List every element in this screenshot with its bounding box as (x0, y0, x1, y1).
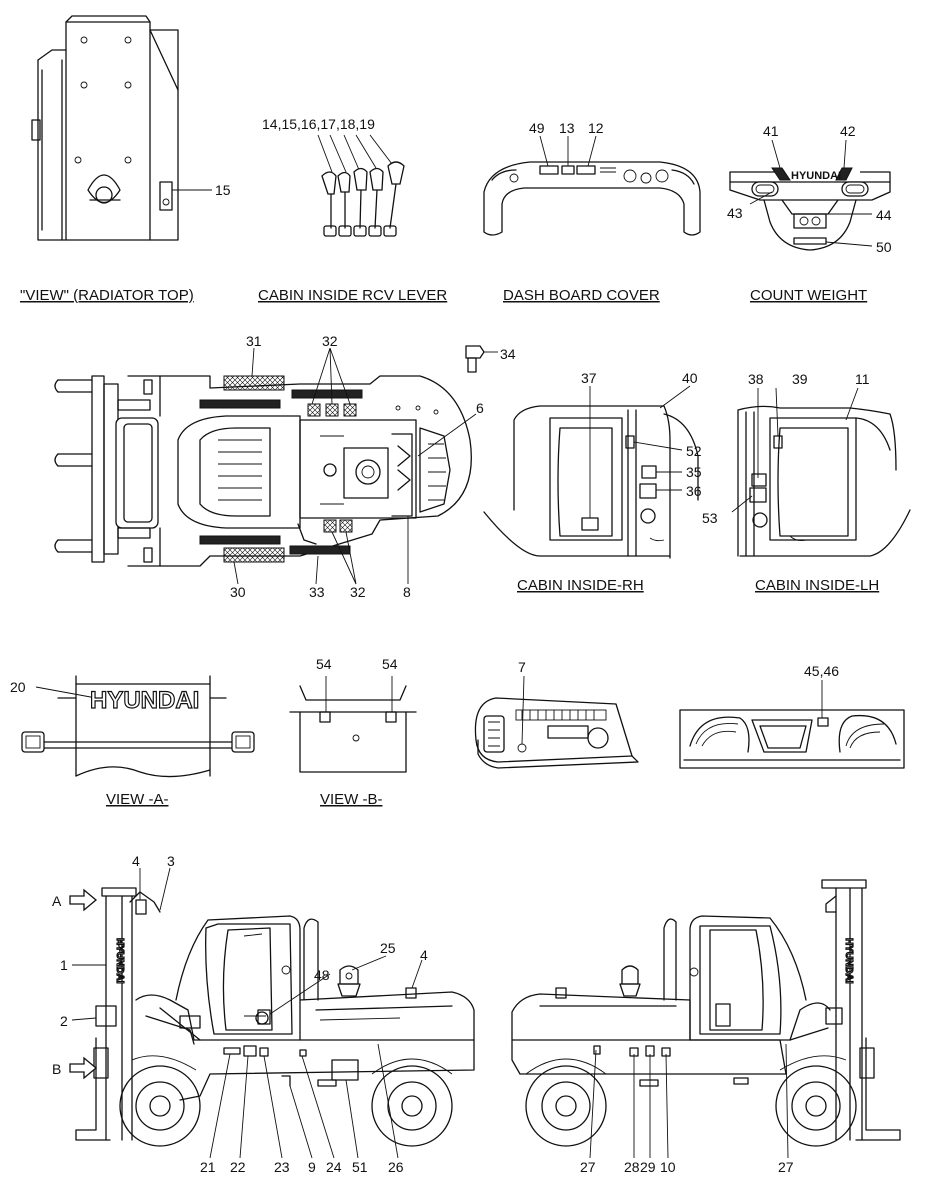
cabin-inside-lh-view (731, 387, 911, 557)
callout-2: 2 (60, 1013, 68, 1029)
caption-cabin-rh: CABIN INSIDE-RH (517, 577, 644, 594)
caption-view-b: VIEW -B- (320, 791, 383, 808)
callout-13-dash: 13 (559, 120, 575, 136)
view-a-logo: HYUNDAI (90, 687, 199, 714)
callout-33: 33 (309, 584, 325, 600)
callout-8: 8 (403, 584, 411, 600)
forklift-left-side-view (69, 867, 475, 1159)
caption-cabin-lh: CABIN INSIDE-LH (755, 577, 879, 594)
callout-54-right: 54 (382, 656, 398, 672)
callout-7: 7 (518, 659, 526, 675)
callout-21: 21 (200, 1159, 216, 1175)
callout-10: 10 (660, 1159, 676, 1175)
callout-41: 41 (763, 123, 779, 139)
callout-3: 3 (167, 853, 175, 869)
top-plan-view (54, 345, 498, 585)
callout-31: 31 (246, 333, 262, 349)
callout-35: 35 (686, 464, 702, 480)
callout-25: 25 (380, 940, 396, 956)
callout-48: 48 (314, 967, 330, 983)
callout-34: 34 (500, 346, 516, 362)
callout-27-right-front: 27 (778, 1159, 794, 1175)
callout-1: 1 (60, 957, 68, 973)
callout-50: 50 (876, 239, 892, 255)
callout-24: 24 (326, 1159, 342, 1175)
callout-43: 43 (727, 205, 743, 221)
callout-53: 53 (702, 510, 718, 526)
callout-12-dash: 12 (588, 120, 604, 136)
callout-32-top: 32 (322, 333, 338, 349)
callout-29: 29 (640, 1159, 656, 1175)
callout-26: 26 (388, 1159, 404, 1175)
callout-45-46: 45,46 (804, 663, 839, 679)
callout-54-left: 54 (316, 656, 332, 672)
caption-count-weight: COUNT WEIGHT (750, 287, 867, 304)
caption-dash-board: DASH BOARD COVER (503, 287, 660, 304)
callout-9: 9 (308, 1159, 316, 1175)
caption-radiator-top: "VIEW" (RADIATOR TOP) (20, 287, 194, 304)
callout-32-bottom: 32 (350, 584, 366, 600)
arrow-a-label: A (52, 893, 62, 909)
callout-28: 28 (624, 1159, 640, 1175)
callout-11: 11 (855, 371, 870, 387)
callout-22: 22 (230, 1159, 246, 1175)
callout-23: 23 (274, 1159, 290, 1175)
callout-20: 20 (10, 679, 26, 695)
arrow-b-label: B (52, 1061, 61, 1077)
view-b (289, 676, 417, 773)
view-a (21, 675, 255, 778)
callout-42: 42 (840, 123, 856, 139)
callout-15-radiator: 15 (215, 182, 231, 198)
callout-30: 30 (230, 584, 246, 600)
callout-44: 44 (876, 207, 892, 223)
mast-logo-right: HYUNDAI (843, 938, 854, 984)
callout-49-dash: 49 (529, 120, 545, 136)
seat-rear-view (679, 680, 905, 769)
count-weight-view (729, 139, 891, 251)
callout-37: 37 (581, 370, 597, 386)
cabin-inside-rh-view (483, 385, 699, 559)
count-weight-logo: HYUNDAI (791, 170, 841, 182)
callout-38: 38 (748, 371, 764, 387)
callout-14-19-rcv: 14,15,16,17,18,19 (262, 116, 375, 132)
callout-39: 39 (792, 371, 808, 387)
callout-52: 52 (686, 443, 702, 459)
dash-board-cover-view (483, 135, 701, 236)
callout-36: 36 (686, 483, 702, 499)
caption-view-a: VIEW -A- (106, 791, 169, 808)
mast-logo-left: HYUNDAI (114, 938, 125, 984)
radiator-top-view (31, 15, 212, 241)
rcv-lever-view (317, 134, 405, 237)
callout-51: 51 (352, 1159, 368, 1175)
callout-6: 6 (476, 400, 484, 416)
side-console-panel (474, 675, 639, 769)
forklift-right-side-view (511, 879, 901, 1159)
callout-40: 40 (682, 370, 698, 386)
callout-4-hood: 4 (420, 947, 428, 963)
callout-4-mast: 4 (132, 853, 140, 869)
callout-27-right-rear: 27 (580, 1159, 596, 1175)
caption-rcv-lever: CABIN INSIDE RCV LEVER (258, 287, 447, 304)
